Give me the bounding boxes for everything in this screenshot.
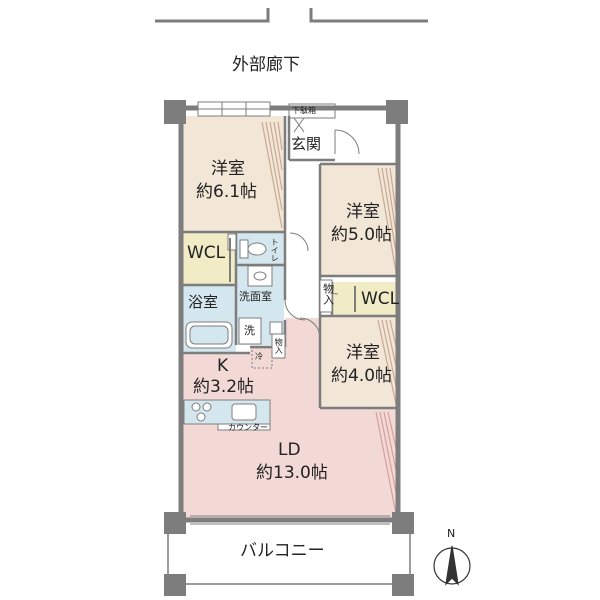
ld-floor bbox=[182, 318, 398, 518]
corridor-label: 外部廊下 bbox=[232, 55, 300, 75]
room-kitchen-name: K bbox=[217, 356, 229, 376]
room-western-2-size: 約5.0帖 bbox=[331, 225, 393, 245]
toilet-fixture bbox=[227, 233, 267, 259]
wcl-2-label: WCL bbox=[361, 289, 400, 309]
washer-label: 洗 bbox=[244, 324, 255, 337]
room-western-1-name: 洋室 bbox=[211, 159, 245, 179]
genkan-label: 玄関 bbox=[291, 135, 322, 153]
ld-hatching bbox=[375, 411, 397, 515]
shoe-box-label: 下駄箱 bbox=[292, 106, 316, 115]
counter-label: カウンター bbox=[228, 423, 268, 432]
room-western-2-name: 洋室 bbox=[346, 202, 380, 222]
wcl-1-floor bbox=[183, 233, 236, 285]
interior-partitions bbox=[181, 116, 398, 410]
window-top bbox=[197, 101, 271, 117]
fridge-label: 冷 bbox=[255, 352, 263, 361]
storage-1-label: 物入 bbox=[321, 283, 335, 305]
toilet-label: トイレ bbox=[270, 238, 280, 262]
room-kitchen-size: 約3.2帖 bbox=[193, 377, 255, 397]
washroom-label: 洗面室 bbox=[239, 290, 272, 303]
bath-label: 浴室 bbox=[188, 293, 219, 311]
north-label: N bbox=[447, 527, 456, 540]
door-swings bbox=[284, 129, 360, 339]
entrance-floor bbox=[289, 116, 335, 160]
washer-box bbox=[238, 317, 283, 345]
corridor-wall-fragments bbox=[155, 8, 428, 23]
balcony-label: バルコニー bbox=[240, 541, 325, 561]
washbasin bbox=[247, 265, 273, 287]
outer-walls bbox=[178, 105, 401, 523]
room-western-1-size: 約6.1帖 bbox=[196, 182, 258, 202]
sliding-door-ld bbox=[190, 515, 390, 525]
storage-box bbox=[271, 279, 333, 359]
columns bbox=[164, 100, 414, 596]
wcl-2-floor bbox=[332, 282, 398, 317]
wall-hatching bbox=[261, 121, 397, 405]
shoe-box bbox=[288, 103, 336, 133]
room-western-3-size: 約4.0帖 bbox=[331, 366, 393, 386]
room-western-1-floor bbox=[181, 116, 285, 232]
north-arrow bbox=[433, 545, 471, 586]
room-ld-size: 約13.0帖 bbox=[256, 463, 328, 483]
balcony-outline bbox=[167, 534, 411, 585]
storage-2-label: 物入 bbox=[274, 338, 284, 354]
room-western-3-name: 洋室 bbox=[346, 343, 380, 363]
wcl-1-label: WCL bbox=[187, 243, 226, 263]
bathtub bbox=[185, 321, 233, 349]
wcl-rods bbox=[229, 238, 356, 312]
room-ld-name: LD bbox=[278, 440, 301, 460]
kitchen-counter bbox=[183, 399, 271, 431]
